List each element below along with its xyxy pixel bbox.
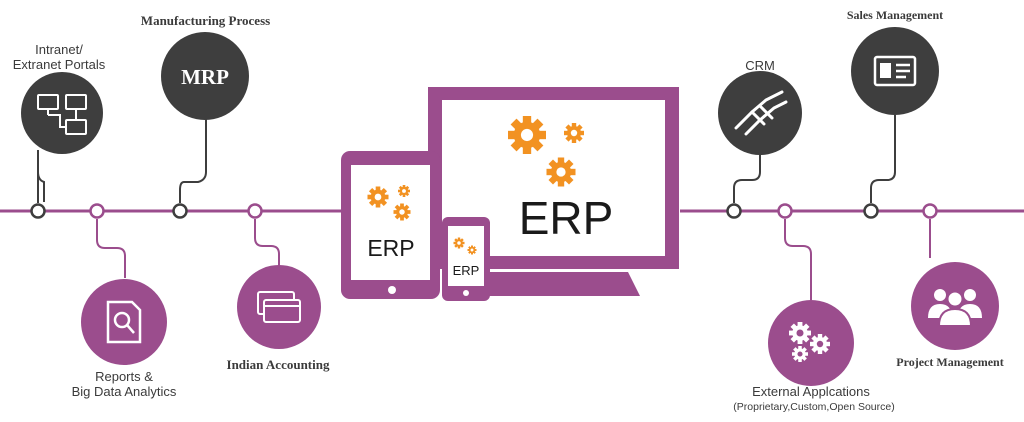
external-apps-node: [768, 300, 854, 386]
handshake-icon: [734, 90, 788, 136]
people-icon: [928, 289, 982, 327]
reports-label-line1: Reports &: [95, 369, 153, 384]
indian-accounting-node: [237, 265, 321, 349]
connectors-dark-right: [733, 115, 896, 203]
sales-node: [851, 27, 939, 115]
sales-label: Sales Management: [846, 8, 944, 22]
id-card-icon: [873, 55, 917, 87]
intranet-label: Intranet/ Extranet Portals: [4, 42, 114, 73]
reports-node: [81, 279, 167, 365]
connectors-purple-left: [96, 219, 280, 278]
mrp-node: MRP: [161, 32, 249, 120]
timeline-dot-intranet: [30, 203, 46, 219]
external-apps-sublabel: (Proprietary,Custom,Open Source): [733, 401, 895, 413]
tablet-erp-label: ERP: [367, 235, 414, 261]
project-node: [911, 262, 999, 350]
indian-accounting-label: Indian Accounting: [226, 357, 330, 372]
tablet-device: ERP: [341, 151, 440, 299]
timeline-dot-accounting: [247, 203, 263, 219]
crm-node: [718, 71, 802, 155]
intranet-node: [21, 72, 103, 154]
connectors-dark-left: [37, 118, 207, 203]
timeline-dot-project: [922, 203, 938, 219]
intranet-label-line1: Intranet/: [35, 42, 83, 57]
timeline-dot-sales: [863, 203, 879, 219]
intranet-label-line2: Extranet Portals: [12, 56, 106, 72]
report-magnifier-icon: [106, 300, 142, 344]
timeline-dot-reports: [89, 203, 105, 219]
phone-erp-label: ERP: [453, 263, 480, 278]
reports-label-line2: Big Data Analytics: [71, 383, 177, 399]
reports-label: Reports & Big Data Analytics: [58, 369, 190, 400]
monitors-icon: [37, 94, 87, 135]
timeline-dot-external: [777, 203, 793, 219]
mrp-badge: MRP: [181, 65, 229, 89]
external-apps-label: External Applcations: [752, 384, 870, 399]
phone-device: ERP: [442, 217, 490, 301]
mrp-label: Manufacturing Process: [140, 13, 271, 28]
cards-icon: [257, 291, 301, 323]
connectors-purple-right: [784, 219, 931, 300]
crm-label: CRM: [745, 58, 775, 73]
monitor-erp-label: ERP: [519, 192, 614, 244]
project-label: Project Management: [896, 355, 1004, 369]
timeline-dot-mrp: [172, 203, 188, 219]
timeline-dot-crm: [726, 203, 742, 219]
